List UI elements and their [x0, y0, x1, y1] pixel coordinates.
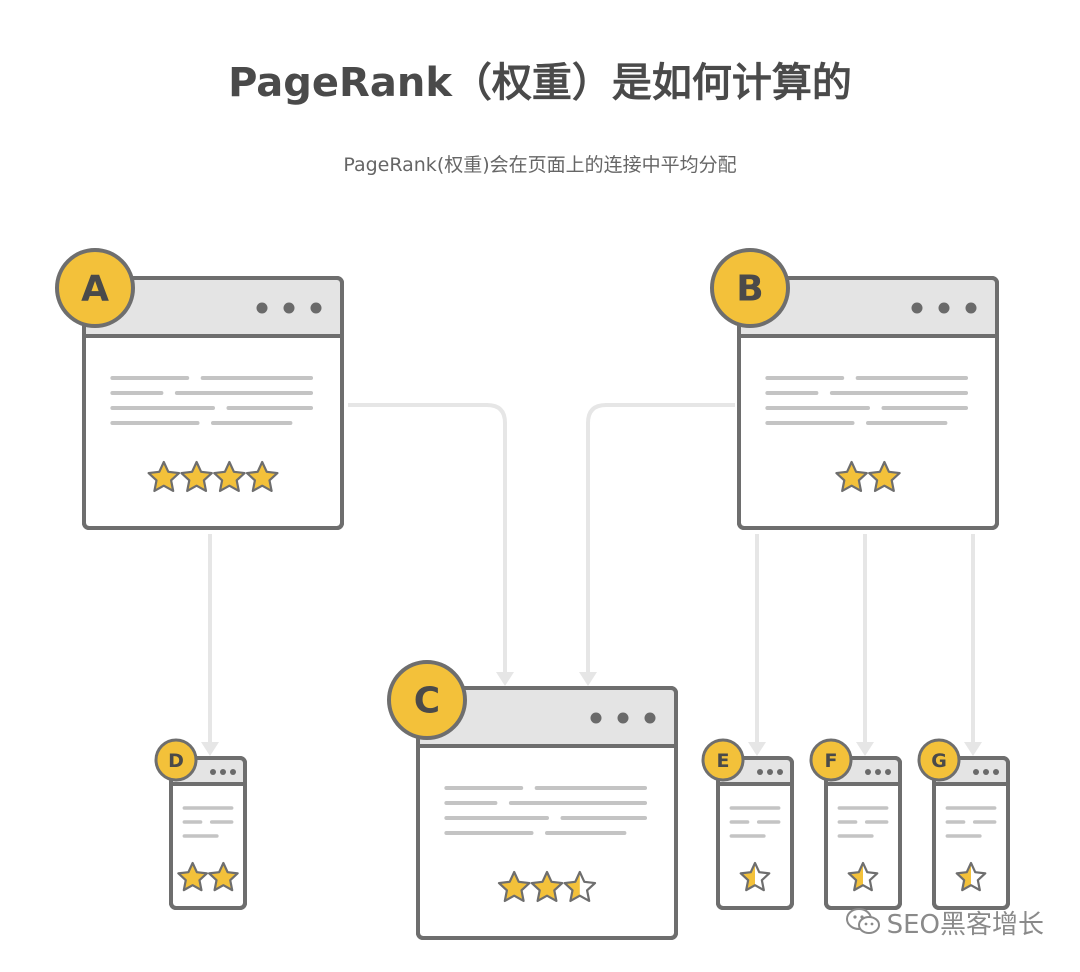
window-dot [993, 769, 999, 775]
window-dot [230, 769, 236, 775]
window-border [416, 686, 678, 940]
half-star-fill [740, 863, 755, 891]
window-dot [767, 769, 773, 775]
page-node-a: A [55, 248, 344, 530]
star-icon [213, 460, 246, 493]
badge-c [387, 660, 467, 740]
page-node-f: F [809, 738, 902, 910]
badge-e [701, 738, 745, 782]
arrowhead-B-C [579, 672, 597, 686]
badge-label-e: E [717, 750, 730, 772]
page-subtitle: PageRank(权重)会在页面上的连接中平均分配 [343, 154, 737, 176]
window-dot [220, 769, 226, 775]
arrowhead-A-D [201, 742, 219, 756]
wechat-icon [845, 907, 881, 944]
badge-b [710, 248, 790, 328]
link-B-C [586, 403, 735, 674]
badge-label-d: D [168, 750, 184, 772]
star-icon [868, 460, 901, 493]
window-dot [777, 769, 783, 775]
page-node-e: E [701, 738, 794, 910]
half-star-icon [955, 861, 987, 892]
page-node-d: D [154, 738, 247, 910]
arrowhead-B-G [964, 742, 982, 756]
badge-a [55, 248, 135, 328]
badge-f [809, 738, 853, 782]
half-star-fill [564, 872, 580, 901]
star-icon [180, 460, 213, 493]
window-dot [310, 302, 322, 314]
badge-g [917, 738, 961, 782]
page-node-c: C [387, 660, 678, 940]
star-icon [497, 870, 531, 903]
badge-d [154, 738, 198, 782]
window-dot [885, 769, 891, 775]
links-layer [201, 403, 982, 756]
window-dot [210, 769, 216, 775]
arrowhead-B-F [856, 742, 874, 756]
half-star-fill [848, 863, 863, 891]
star-icon [147, 460, 181, 493]
window-dot [865, 769, 871, 775]
window-dot [644, 712, 656, 724]
window-dot [590, 712, 602, 724]
watermark: SEO黑客增长 [845, 904, 1044, 944]
page-title: PageRank（权重）是如何计算的 [228, 60, 852, 106]
star-icon [177, 861, 208, 892]
arrowhead-B-E [748, 742, 766, 756]
badge-label-f: F [825, 750, 838, 772]
window-border [169, 756, 247, 910]
window-dot [965, 302, 977, 314]
arrowhead-A-C [496, 672, 514, 686]
window-dot [256, 302, 268, 314]
window-border [716, 756, 794, 910]
half-star-icon [847, 861, 879, 892]
window-dot [911, 302, 923, 314]
watermark-text: SEO黑客增长 [886, 910, 1044, 940]
badge-label-g: G [931, 750, 947, 772]
window-dot [757, 769, 763, 775]
window-dot [617, 712, 629, 724]
page-node-g: G [917, 738, 1010, 910]
badge-label-c: C [414, 681, 440, 722]
star-icon [835, 460, 868, 493]
star-icon [245, 460, 279, 493]
window-border [824, 756, 902, 910]
nodes-layer: A B C D E F G [55, 248, 1010, 940]
window-border [932, 756, 1010, 910]
half-star-icon [739, 861, 771, 892]
half-star-fill [956, 863, 971, 891]
window-dot [283, 302, 295, 314]
link-A-C [348, 403, 507, 674]
badge-label-a: A [81, 269, 109, 310]
window-dot [938, 302, 950, 314]
star-icon [208, 861, 239, 892]
page-node-b: B [710, 248, 999, 530]
half-star-icon [563, 870, 597, 903]
window-border [82, 276, 344, 530]
window-dot [875, 769, 881, 775]
window-dot [973, 769, 979, 775]
star-icon [530, 870, 564, 903]
window-dot [983, 769, 989, 775]
window-border [737, 276, 999, 530]
badge-label-b: B [736, 269, 763, 310]
